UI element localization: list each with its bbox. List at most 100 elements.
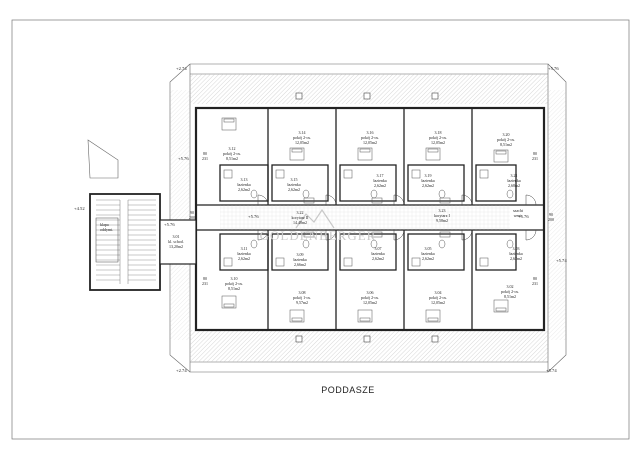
toilet bbox=[250, 239, 258, 249]
svg-text:3.11: 3.11 bbox=[241, 246, 248, 251]
bath-label: 3.07 łazienka 2,62m2 bbox=[371, 246, 385, 262]
bed bbox=[493, 149, 509, 163]
level-marks: +2.74 +5.76 +4.52 +5.76 +5.76 +5.76 +5.7… bbox=[74, 66, 567, 373]
svg-text:2,68m2: 2,68m2 bbox=[508, 183, 520, 189]
svg-text:łazienka: łazienka bbox=[373, 178, 387, 183]
stair-hall bbox=[159, 219, 197, 265]
svg-text:2,62m2: 2,62m2 bbox=[238, 187, 250, 193]
corridor-ii-label: 3.22 korytarz II 14,48m2 bbox=[292, 210, 310, 226]
svg-text:2,62m2: 2,62m2 bbox=[422, 256, 434, 262]
svg-text:8,51m2: 8,51m2 bbox=[504, 294, 516, 300]
svg-text:łazienka: łazienka bbox=[371, 251, 385, 256]
roof-slope-right bbox=[548, 90, 566, 340]
stairwell-label: 3.01 kl. schod. 13,20m2 bbox=[168, 234, 183, 250]
toilet bbox=[302, 239, 310, 249]
svg-text:2,66m2: 2,66m2 bbox=[294, 262, 306, 268]
door-mark-bot: 200 bbox=[189, 215, 195, 220]
roof-slope-bottom bbox=[190, 330, 548, 362]
svg-text:2,62m2: 2,62m2 bbox=[372, 256, 384, 262]
pillow bbox=[291, 317, 303, 322]
svg-text:łazienka: łazienka bbox=[293, 257, 307, 262]
bed bbox=[493, 299, 509, 313]
svg-text:12,05m2: 12,05m2 bbox=[295, 140, 309, 146]
svg-text:pokój 2-os.: pokój 2-os. bbox=[361, 295, 379, 300]
svg-text:łazienka: łazienka bbox=[421, 251, 435, 256]
svg-text:3.16: 3.16 bbox=[367, 130, 374, 135]
bath-label: 3.09 łazienka 2,66m2 bbox=[293, 252, 307, 268]
svg-text:pokój 1-os.: pokój 1-os. bbox=[293, 295, 311, 300]
pillow bbox=[495, 307, 507, 312]
svg-text:pokój 2-os.: pokój 2-os. bbox=[501, 289, 519, 294]
sink bbox=[303, 231, 315, 238]
svg-text:2,62m2: 2,62m2 bbox=[288, 187, 300, 193]
svg-text:3.08: 3.08 bbox=[299, 290, 306, 295]
svg-text:12,05m2: 12,05m2 bbox=[431, 300, 445, 306]
svg-text:2,62m2: 2,62m2 bbox=[374, 183, 386, 189]
svg-text:3.04: 3.04 bbox=[435, 290, 442, 295]
door-swing bbox=[257, 194, 269, 206]
riser-label: szacht bbox=[513, 208, 524, 213]
svg-text:3.19: 3.19 bbox=[425, 173, 432, 178]
room-label: 3.20 pokój 2-os. 8,51m2 bbox=[497, 132, 515, 148]
pillow bbox=[427, 148, 439, 153]
room-label: 3.16 pokój 2-os. 12,05m2 bbox=[361, 130, 379, 146]
svg-text:14,48m2: 14,48m2 bbox=[293, 220, 307, 226]
sink bbox=[371, 231, 383, 238]
bath-label: 3.15 łazienka 2,62m2 bbox=[287, 177, 301, 193]
bath-label: 3.19 łazienka 2,62m2 bbox=[421, 173, 435, 189]
pillow bbox=[359, 148, 371, 153]
svg-text:pokój 2-os.: pokój 2-os. bbox=[225, 281, 243, 286]
svg-text:12,05m2: 12,05m2 bbox=[363, 300, 377, 306]
level-mark-stair: +4.52 bbox=[74, 206, 85, 211]
door-swing bbox=[393, 229, 405, 241]
door-swing bbox=[525, 194, 537, 206]
svg-text:9,57m2: 9,57m2 bbox=[296, 300, 308, 306]
toilet bbox=[250, 189, 258, 199]
svg-text:9,58m2: 9,58m2 bbox=[436, 218, 448, 224]
svg-text:łazienka: łazienka bbox=[237, 182, 251, 187]
svg-text:3.01: 3.01 bbox=[173, 234, 180, 239]
toilet bbox=[506, 189, 514, 199]
bed bbox=[289, 309, 305, 323]
door-mark-bot: 231 bbox=[532, 156, 538, 161]
door-mark-bot: 231 bbox=[532, 281, 538, 286]
door-mark-bot: 231 bbox=[202, 156, 208, 161]
toilet bbox=[370, 239, 378, 249]
sink bbox=[439, 197, 451, 204]
drawing-title: PODDASZE bbox=[321, 385, 375, 395]
bath-label: 3.17 łazienka 2,62m2 bbox=[373, 173, 387, 189]
door-dimension-marks: 80 231 80 231 90 200 90 200 80 231 80 23… bbox=[189, 151, 554, 286]
svg-text:łazienka: łazienka bbox=[507, 178, 521, 183]
svg-text:kl. schod.: kl. schod. bbox=[168, 239, 183, 244]
furniture bbox=[221, 117, 514, 323]
smoke-hatch-label-2: oddymi. bbox=[100, 227, 113, 232]
level-mark-se: +5.74 bbox=[546, 368, 557, 373]
sheet-frame bbox=[11, 19, 630, 440]
svg-text:łazienka: łazienka bbox=[287, 182, 301, 187]
shower-tray bbox=[343, 257, 353, 267]
svg-text:12,05m2: 12,05m2 bbox=[431, 140, 445, 146]
bed bbox=[221, 295, 237, 309]
door-swing bbox=[393, 194, 405, 206]
bath-label: 3.11 łazienka 2,62m2 bbox=[237, 246, 251, 262]
level-mark-east: +5.74 bbox=[556, 258, 567, 263]
watermark: GOLDENBERGER bbox=[260, 228, 377, 243]
svg-text:pokój 2-os.: pokój 2-os. bbox=[293, 135, 311, 140]
svg-text:łazienka: łazienka bbox=[509, 251, 523, 256]
shower-tray bbox=[479, 257, 489, 267]
roof-vents bbox=[295, 92, 439, 343]
door-mark-top: 90 bbox=[549, 212, 553, 217]
shower-tray bbox=[275, 169, 285, 179]
door-swing bbox=[325, 229, 337, 241]
bed bbox=[289, 147, 305, 161]
sink bbox=[371, 197, 383, 204]
door-mark-bot: 200 bbox=[548, 217, 554, 222]
svg-text:3.21: 3.21 bbox=[511, 173, 518, 178]
room-label: 3.18 pokój 2-os. 12,05m2 bbox=[429, 130, 447, 146]
svg-text:pokój 2-os.: pokój 2-os. bbox=[429, 295, 447, 300]
svg-text:3.17: 3.17 bbox=[377, 173, 384, 178]
svg-text:3.23: 3.23 bbox=[439, 208, 446, 213]
shower-tray bbox=[275, 257, 285, 267]
